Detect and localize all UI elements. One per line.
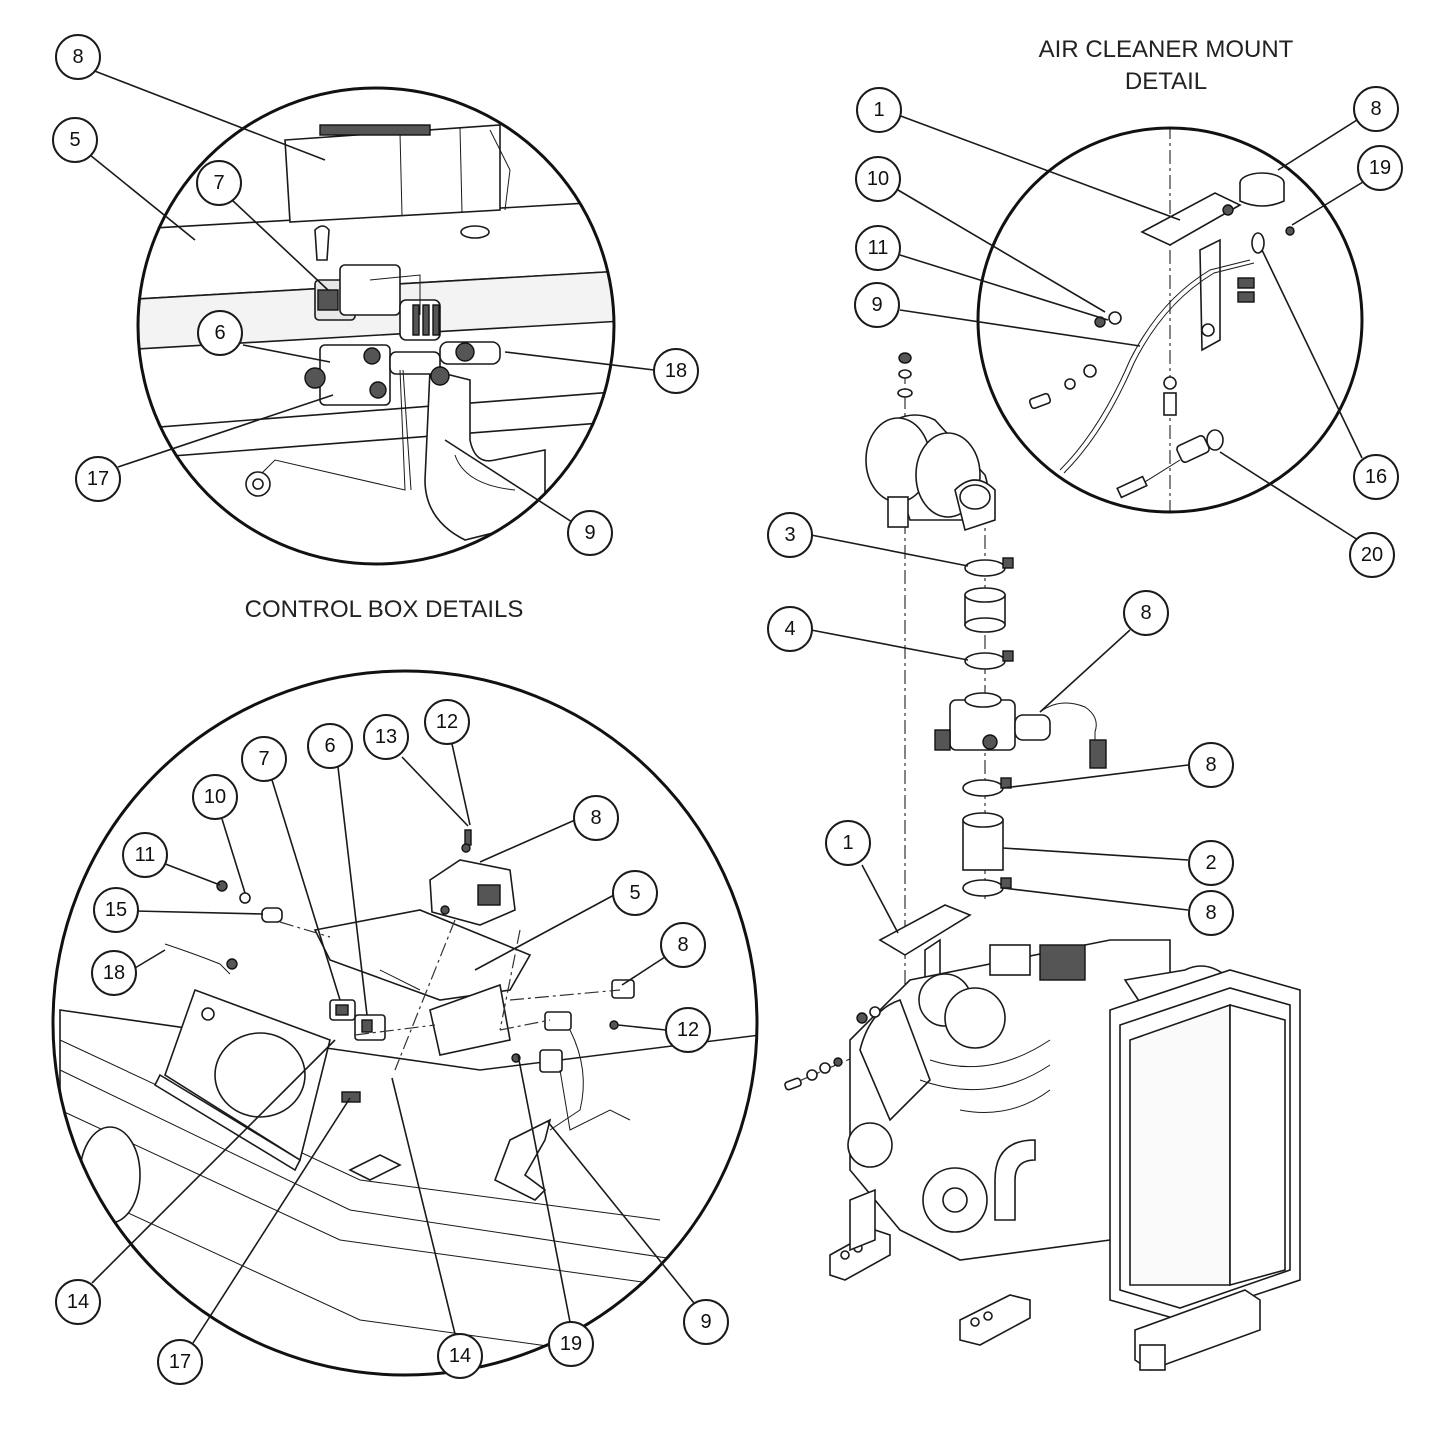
callout-cb-14b: 14 [437,1333,483,1379]
callout-tl-6: 6 [197,310,243,356]
callout-ac-8: 8 [1353,86,1399,132]
svg-text:20: 20 [1361,544,1383,566]
svg-text:7: 7 [258,748,269,770]
callout-eng-8b: 8 [1188,742,1234,788]
air-cleaner-mount-detail [976,126,1364,514]
svg-text:8: 8 [1205,902,1216,924]
svg-text:8: 8 [1140,602,1151,624]
svg-text:13: 13 [375,726,397,748]
callout-eng-8c: 8 [1188,890,1234,936]
svg-text:6: 6 [324,735,335,757]
control-box-title: CONTROL BOX DETAILS [245,596,524,623]
callout-cb-8b: 8 [660,922,706,968]
callout-cb-8a: 8 [573,795,619,841]
svg-text:5: 5 [69,129,80,151]
svg-text:4: 4 [784,618,795,640]
callout-ac-19: 19 [1357,145,1403,191]
callout-cb-7: 7 [241,736,287,782]
svg-text:9: 9 [871,294,882,316]
svg-text:12: 12 [436,711,458,733]
svg-text:19: 19 [560,1333,582,1355]
svg-text:18: 18 [665,360,687,382]
svg-text:12: 12 [677,1019,699,1041]
callout-tl-18: 18 [653,348,699,394]
callout-cb-11: 11 [122,832,168,878]
svg-text:8: 8 [677,934,688,956]
svg-text:15: 15 [105,899,127,921]
svg-text:9: 9 [700,1311,711,1333]
callout-cb-6: 6 [307,723,353,769]
callout-cb-14a: 14 [55,1279,101,1325]
callout-cb-15: 15 [93,887,139,933]
callout-ac-20: 20 [1349,532,1395,578]
callout-ac-9: 9 [854,282,900,328]
callout-cb-10: 10 [192,774,238,820]
svg-text:8: 8 [1370,98,1381,120]
control-box-top-detail [136,86,616,566]
callout-eng-2: 2 [1188,840,1234,886]
callout-cb-5: 5 [612,870,658,916]
svg-text:8: 8 [72,46,83,68]
callout-ac-11: 11 [855,225,901,271]
callout-tl-8: 8 [55,34,101,80]
callout-cb-17: 17 [157,1339,203,1385]
callout-eng-4: 4 [767,606,813,652]
svg-text:8: 8 [1205,754,1216,776]
callout-ac-16: 16 [1353,454,1399,500]
callout-cb-9: 9 [683,1299,729,1345]
air-cleaner-title-line1: AIR CLEANER MOUNT [1039,36,1294,63]
svg-text:10: 10 [204,786,226,808]
svg-text:5: 5 [629,882,640,904]
callout-eng-3: 3 [767,512,813,558]
svg-text:8: 8 [590,807,601,829]
svg-text:14: 14 [449,1345,471,1367]
svg-text:18: 18 [103,962,125,984]
svg-text:2: 2 [1205,852,1216,874]
svg-text:16: 16 [1365,466,1387,488]
svg-text:17: 17 [87,468,109,490]
callout-eng-1: 1 [825,820,871,866]
callout-tl-17: 17 [75,456,121,502]
engine-assembly [784,352,1301,1371]
svg-text:11: 11 [868,237,889,259]
svg-text:1: 1 [873,99,884,121]
svg-text:7: 7 [213,172,224,194]
callout-tl-7: 7 [196,160,242,206]
callout-tl-5: 5 [52,117,98,163]
svg-text:10: 10 [867,168,889,190]
svg-text:1: 1 [842,832,853,854]
svg-text:17: 17 [169,1351,191,1373]
callout-ac-1: 1 [856,87,902,133]
callout-cb-19: 19 [548,1321,594,1367]
svg-text:6: 6 [214,322,225,344]
svg-text:3: 3 [784,524,795,546]
callout-eng-8a: 8 [1123,590,1169,636]
callout-tl-9: 9 [567,510,613,556]
svg-text:14: 14 [67,1291,89,1313]
callout-cb-13: 13 [363,714,409,760]
svg-text:9: 9 [584,522,595,544]
callout-cb-18: 18 [91,950,137,996]
callout-cb-12a: 12 [424,699,470,745]
callout-cb-12b: 12 [665,1007,711,1053]
air-cleaner-title-line2: DETAIL [1125,68,1207,95]
callout-ac-10: 10 [855,156,901,202]
svg-text:19: 19 [1369,157,1391,179]
svg-text:11: 11 [135,844,156,866]
